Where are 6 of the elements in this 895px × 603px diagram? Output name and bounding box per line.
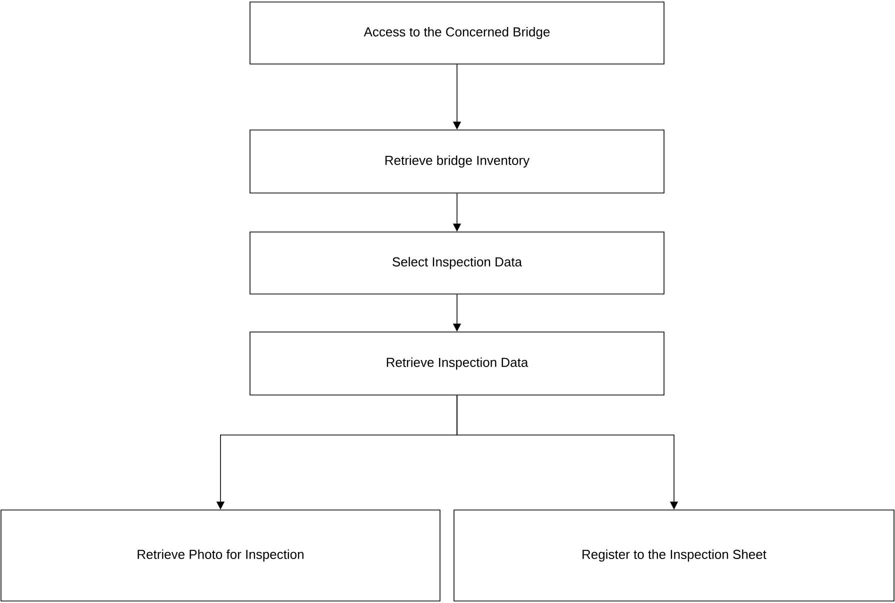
process-box: Select Inspection Data (250, 232, 664, 294)
process-box: Register to the Inspection Sheet (454, 510, 894, 602)
process-box: Retrieve bridge Inventory (250, 130, 664, 194)
process-box: Access to the Concerned Bridge (250, 2, 664, 64)
process-box: Retrieve Inspection Data (250, 332, 664, 396)
process-box: Retrieve Photo for Inspection (0, 510, 440, 602)
